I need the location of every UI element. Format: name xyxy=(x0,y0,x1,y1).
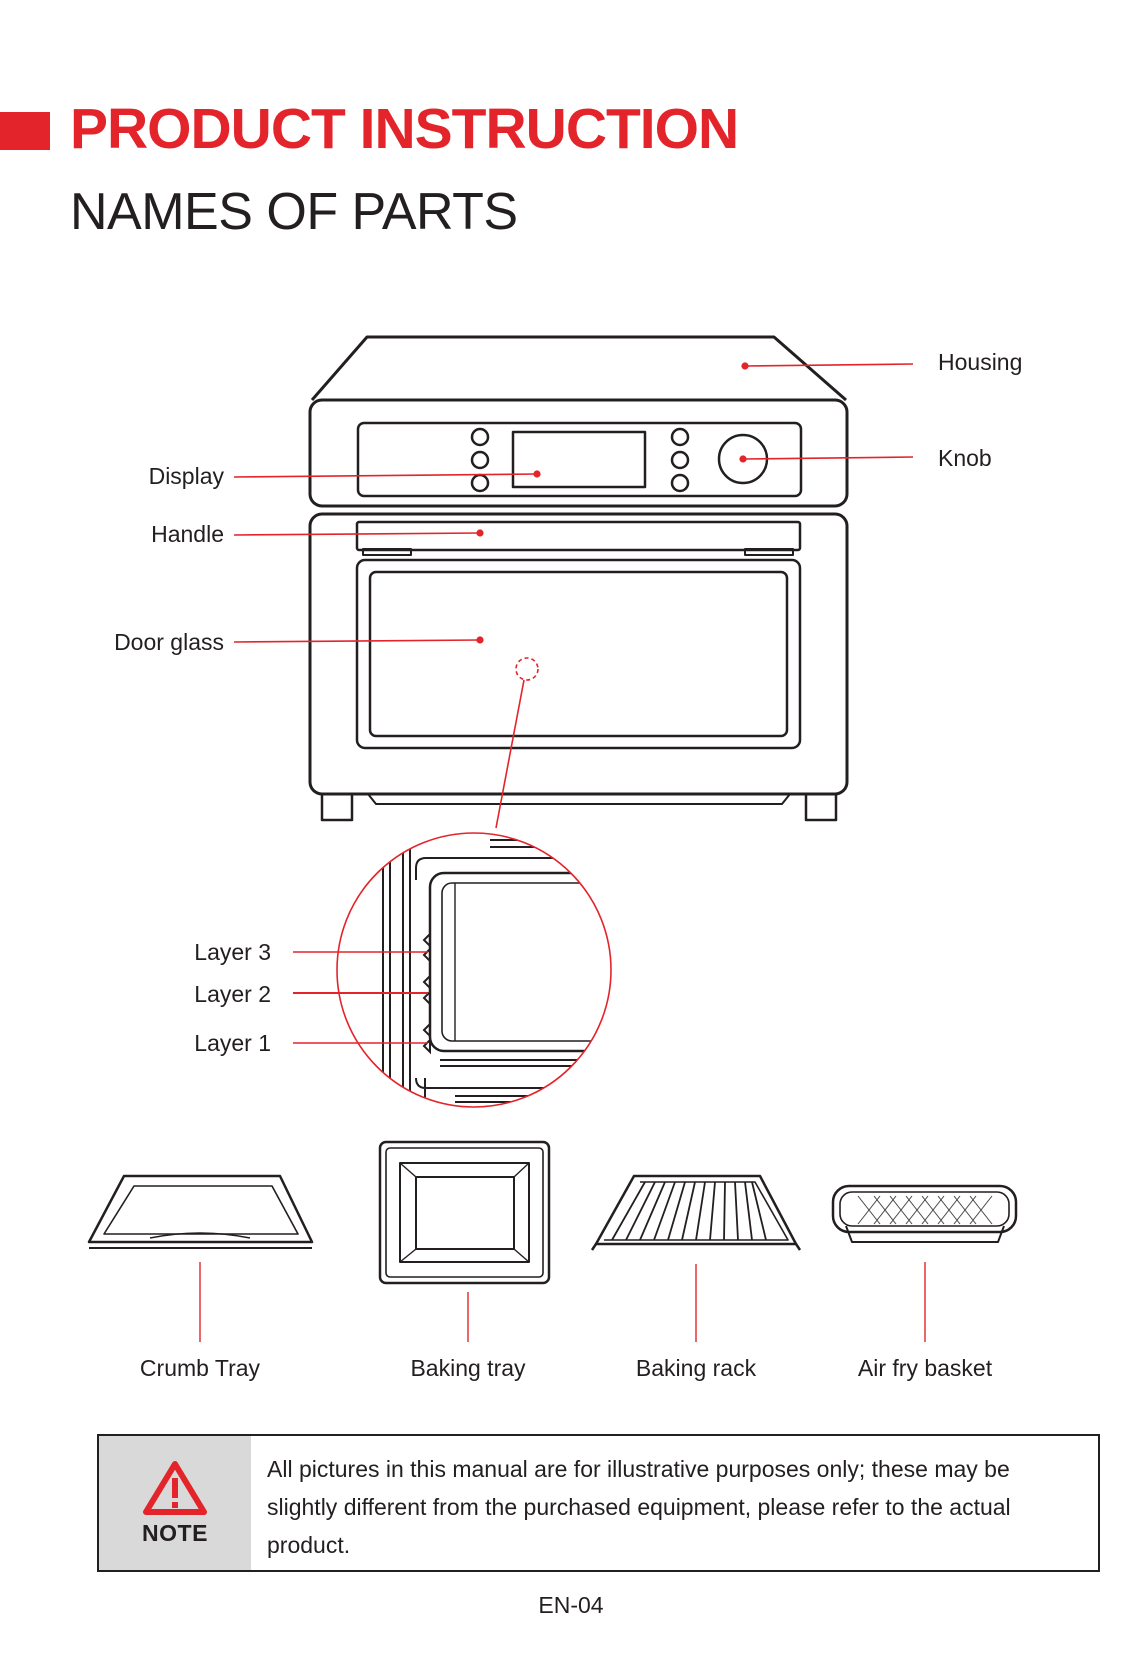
button-column-left xyxy=(470,427,490,493)
oven-foot-left xyxy=(320,794,354,822)
display-screen xyxy=(511,430,647,489)
control-panel xyxy=(356,421,803,498)
label-air-fry-basket: Air fry basket xyxy=(857,1355,993,1381)
label-baking-tray: Baking tray xyxy=(410,1355,526,1381)
sub-title: NAMES OF PARTS xyxy=(70,183,518,241)
oven-housing-top xyxy=(310,335,847,402)
warning-triangle-icon xyxy=(143,1460,207,1515)
oven-lower-body xyxy=(308,512,849,796)
label-layer-1: Layer 1 xyxy=(194,1030,271,1056)
crumb-tray-icon xyxy=(87,1174,314,1249)
oven-leader-lines xyxy=(233,362,914,829)
accessory-leader-lines xyxy=(199,1262,926,1342)
layer-leader-lines xyxy=(293,951,428,1044)
oven-interior-zoom xyxy=(336,832,612,1108)
label-door-glass: Door glass xyxy=(114,629,224,655)
oven-illustration xyxy=(308,335,849,822)
baking-tray-icon xyxy=(378,1140,551,1285)
note-box: NOTE All pictures in this manual are for… xyxy=(97,1434,1100,1572)
zoom-circle xyxy=(336,832,612,1108)
page-number: EN-04 xyxy=(538,1592,604,1618)
air-fry-basket-icon xyxy=(831,1184,1018,1243)
oven-upper-body xyxy=(308,398,849,508)
note-side-panel: NOTE xyxy=(99,1436,251,1570)
label-knob: Knob xyxy=(938,445,992,471)
label-handle: Handle xyxy=(151,521,224,547)
baking-rack-icon xyxy=(590,1174,802,1251)
note-text: All pictures in this manual are for illu… xyxy=(267,1456,1011,1558)
section-title: PRODUCT INSTRUCTION xyxy=(70,97,739,161)
label-baking-rack: Baking rack xyxy=(635,1355,757,1381)
note-label: NOTE xyxy=(142,1519,208,1546)
button-column-right xyxy=(670,427,690,493)
door-glass xyxy=(368,570,789,738)
label-crumb-tray: Crumb Tray xyxy=(139,1355,261,1381)
label-display: Display xyxy=(148,463,224,489)
door-handle xyxy=(355,520,802,552)
door-frame xyxy=(355,558,802,750)
oven-foot-right xyxy=(804,794,838,822)
label-layer-3: Layer 3 xyxy=(194,939,271,965)
label-housing: Housing xyxy=(938,349,1023,375)
label-layer-2: Layer 2 xyxy=(194,981,271,1007)
title-accent-block xyxy=(0,112,50,150)
